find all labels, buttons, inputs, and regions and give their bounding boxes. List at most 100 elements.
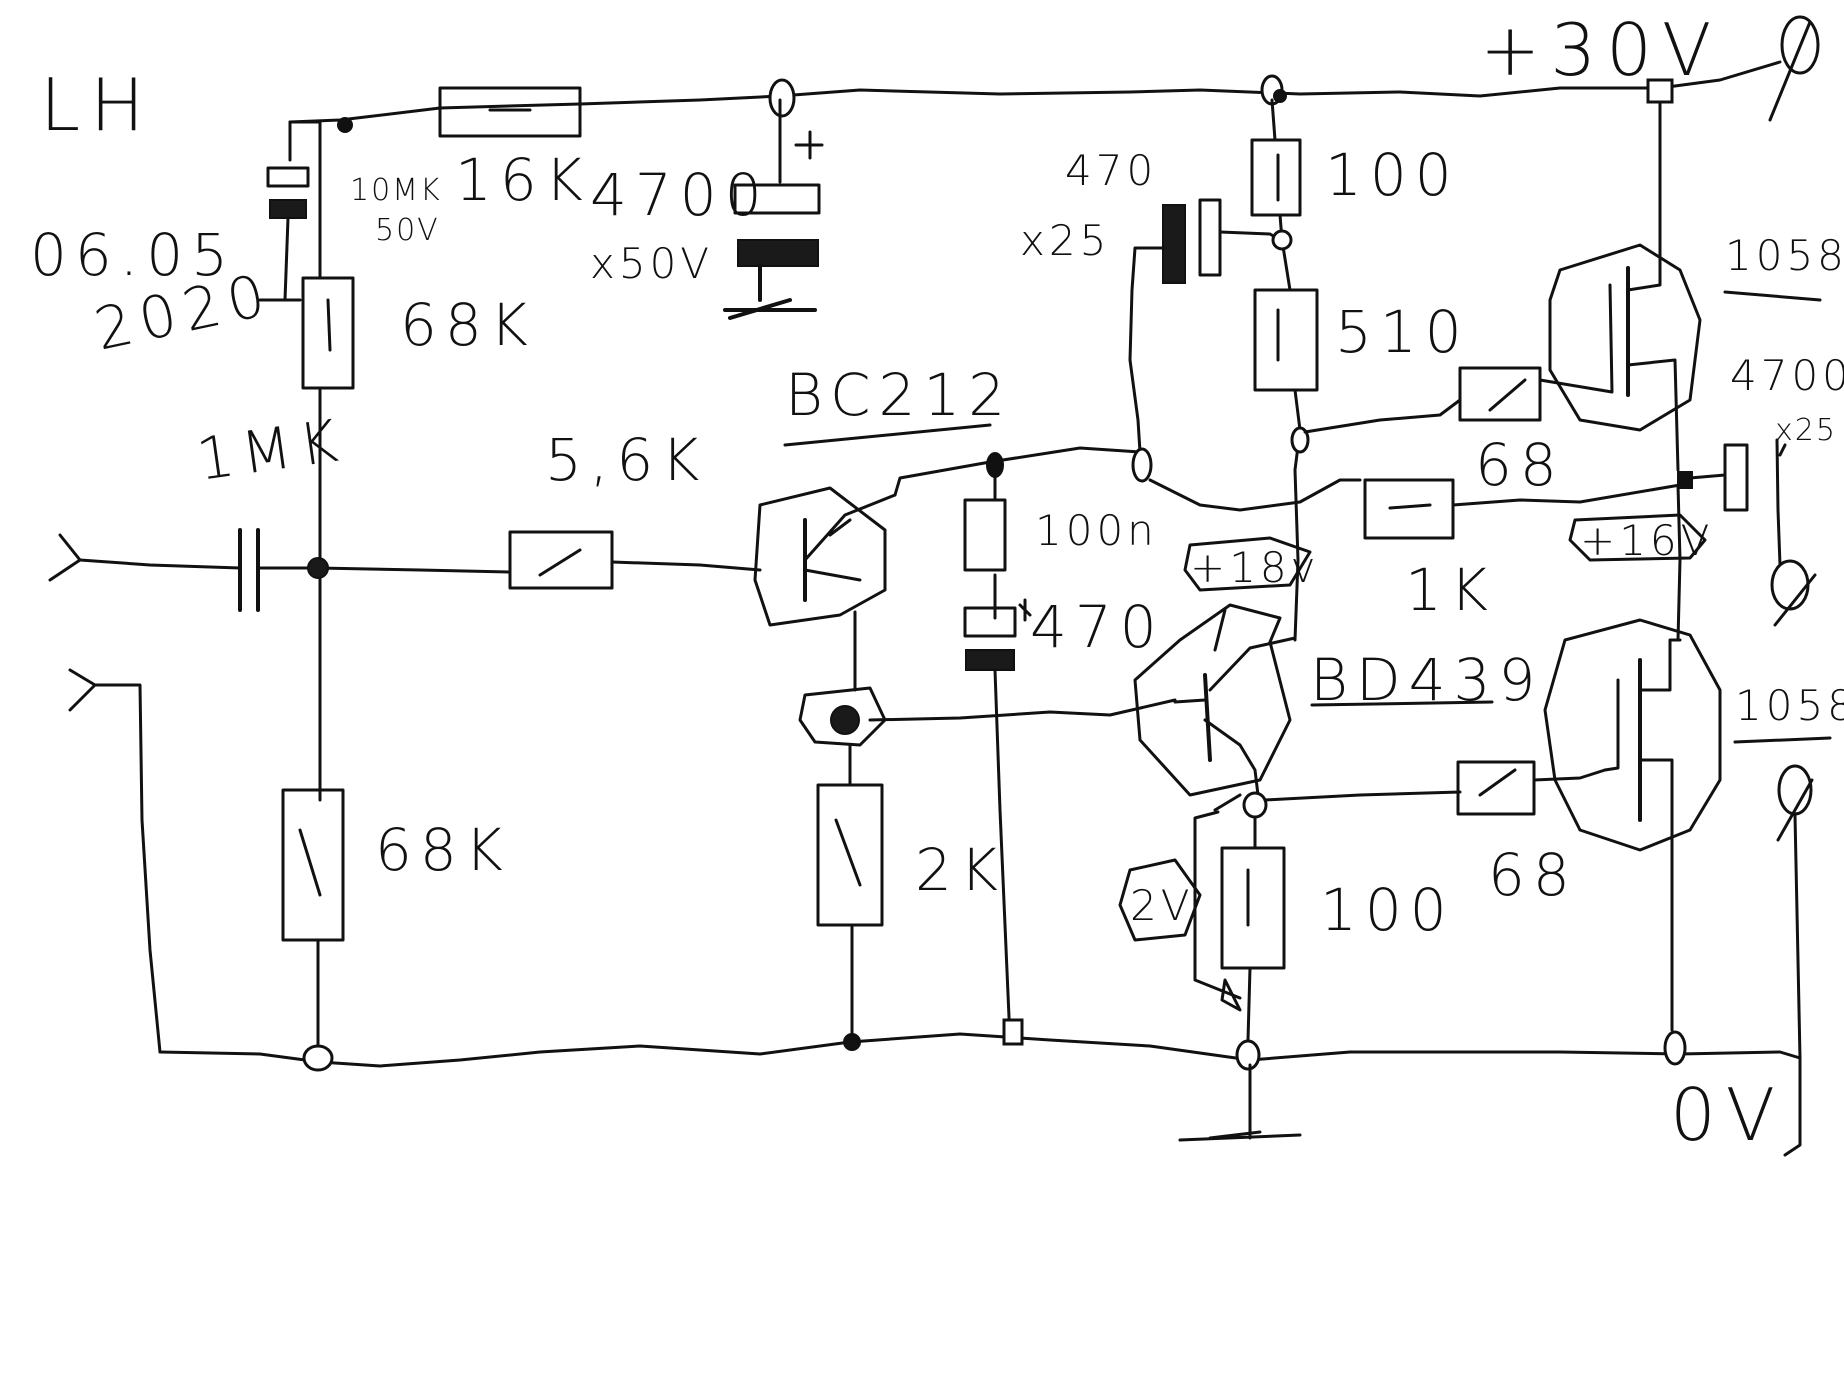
resistor-100-bottom-label: 100	[1320, 876, 1455, 944]
voltage-18v-label: +18v	[1190, 543, 1320, 592]
wire-510-to-q2-collector	[1293, 388, 1302, 642]
transistor-1058-lower-leads	[1603, 638, 1682, 1032]
node-rail-top-left	[337, 117, 353, 133]
voltage-16v-label: +16V	[1580, 516, 1713, 565]
wire-510-to-68-top	[1303, 398, 1462, 434]
resistor-100-bottom-wire	[1246, 966, 1252, 1042]
resistor-510-top-wire	[1278, 213, 1292, 292]
node-rail-4700	[768, 78, 796, 118]
node-100-510	[1271, 229, 1293, 251]
resistor-68-bottom-label: 68	[1488, 841, 1578, 909]
transistor-1058-upper-label: 1058	[1725, 231, 1844, 280]
q2-emitter-wires	[1213, 793, 1257, 850]
voltage-2v-label: 2V	[1130, 881, 1193, 930]
resistor-68k-bottom	[281, 788, 345, 942]
cap-470-top-left-wire	[1128, 246, 1165, 454]
resistor-68k-top-mark	[326, 298, 332, 352]
resistor-510	[1253, 288, 1319, 392]
cap-4700-plus	[794, 130, 824, 160]
node-470-top-bottom	[1131, 447, 1153, 483]
ground-symbol-bd439	[1178, 1063, 1302, 1142]
cap-470-top-right-wire	[1218, 230, 1282, 242]
output-zero-wire	[1783, 1056, 1802, 1157]
resistor-68k-top	[301, 276, 355, 390]
cap-470-mid-plate-filled	[965, 649, 1015, 671]
resistor-1k-label: 1K	[1405, 556, 1496, 624]
rail-bottom	[158, 1032, 1802, 1068]
transistor-bc212-underline	[783, 423, 992, 447]
resistor-100-bottom	[1220, 846, 1286, 970]
transistor-bc212-label: BC212	[785, 361, 1013, 429]
cap-470-top-label: 470	[1065, 146, 1157, 195]
resistor-1k-mark	[1388, 503, 1432, 510]
speaker-terminal-top	[1770, 559, 1810, 611]
transistor-bd439-base	[1203, 673, 1212, 762]
wire-q1-collector-to-q2-base	[868, 698, 1177, 722]
node-input-junction	[307, 557, 329, 579]
node-q2-emitter	[1242, 791, 1268, 819]
resistor-5-6k	[508, 530, 614, 590]
title-date: 06.05	[30, 221, 236, 289]
cap-10mk-plate	[266, 166, 310, 188]
cap-100n-label: 100n	[1035, 506, 1158, 555]
resistor-68k-top-label: 68K	[400, 291, 536, 359]
wire-q1-emitter-top	[893, 446, 1142, 497]
cap-470-mid-plus	[1018, 598, 1032, 622]
wire-68-top-to-q3-gate	[1538, 378, 1602, 392]
resistor-2k-label: 2K	[915, 836, 1006, 904]
cap-1mk-label: 1MK	[192, 406, 349, 494]
node-rail-upper-mosfet	[1646, 78, 1674, 104]
node-2k-bottom	[843, 1033, 861, 1051]
resistor-68-top-label: 68	[1475, 431, 1565, 499]
cap-4700-plate-filled	[737, 239, 819, 267]
rail-top	[288, 60, 1782, 124]
cap-470-top-plate-filled	[1162, 204, 1186, 284]
resistor-68k-top-wire	[288, 120, 322, 280]
input-wire	[78, 558, 242, 570]
node-rail-bottom-left	[302, 1044, 334, 1072]
cap-4700-out-bottom-wire	[1776, 508, 1782, 567]
resistor-68-bottom	[1456, 760, 1536, 816]
transistor-bd439-underline	[1310, 700, 1494, 707]
cap-470-mid-plate	[963, 606, 1017, 638]
wire-to-56k	[316, 566, 512, 574]
cap-100n	[963, 498, 1007, 572]
node-510-bottom	[1290, 426, 1310, 454]
node-rail-top-100	[1273, 89, 1287, 103]
title-code: LH	[40, 63, 154, 147]
transistor-1058-lower-underline	[1733, 736, 1832, 744]
resistor-100-top	[1250, 138, 1302, 217]
cap-470-top-plate	[1198, 198, 1222, 277]
cap-4700-out-voltage: x25	[1775, 413, 1837, 448]
supply-plus-label: +30V	[1480, 8, 1721, 92]
cap-10mk-voltage: 50V	[375, 213, 440, 248]
transistor-bc212-body	[753, 486, 887, 627]
resistor-68-top	[1458, 366, 1542, 422]
cap-470-top-voltage: x25	[1020, 216, 1110, 265]
cap-4700-out-left-wire	[1688, 473, 1727, 480]
wire-q2-emitter-to-68-bottom	[1263, 790, 1462, 802]
wire-68-bottom-to-q4-gate	[1532, 768, 1607, 782]
transistor-bd439-body	[1133, 603, 1292, 797]
cap-10mk-label: 10MK	[350, 173, 442, 208]
node-q1-collector	[830, 705, 860, 735]
node-q1-collector-blob	[798, 686, 887, 747]
voltage-2v-bubble	[1118, 858, 1202, 942]
resistor-2k-mark	[834, 818, 862, 887]
transistor-1058-lower-body	[1543, 618, 1722, 852]
node-lower-mosfet-rail	[1663, 1030, 1687, 1066]
transistor-1058-lower-label: 1058	[1735, 681, 1844, 730]
node-output	[1677, 471, 1693, 489]
output-node-down	[1676, 483, 1682, 642]
output-terminal-top-slash	[1768, 20, 1812, 122]
cap-4700-out-label: 4700	[1730, 351, 1844, 400]
resistor-5-6k-mark	[538, 548, 582, 577]
supply-zero-label: 0V	[1670, 1073, 1785, 1157]
speaker-terminal-top-slash	[1773, 573, 1817, 627]
resistor-100-top-wire	[1270, 98, 1277, 142]
speaker-terminal-bottom-wire	[1776, 778, 1814, 1060]
node-cap-470-mid-bottom	[1002, 1018, 1024, 1046]
wire-1k-to-output	[1451, 483, 1682, 507]
cap-10mk-ground	[258, 216, 302, 302]
